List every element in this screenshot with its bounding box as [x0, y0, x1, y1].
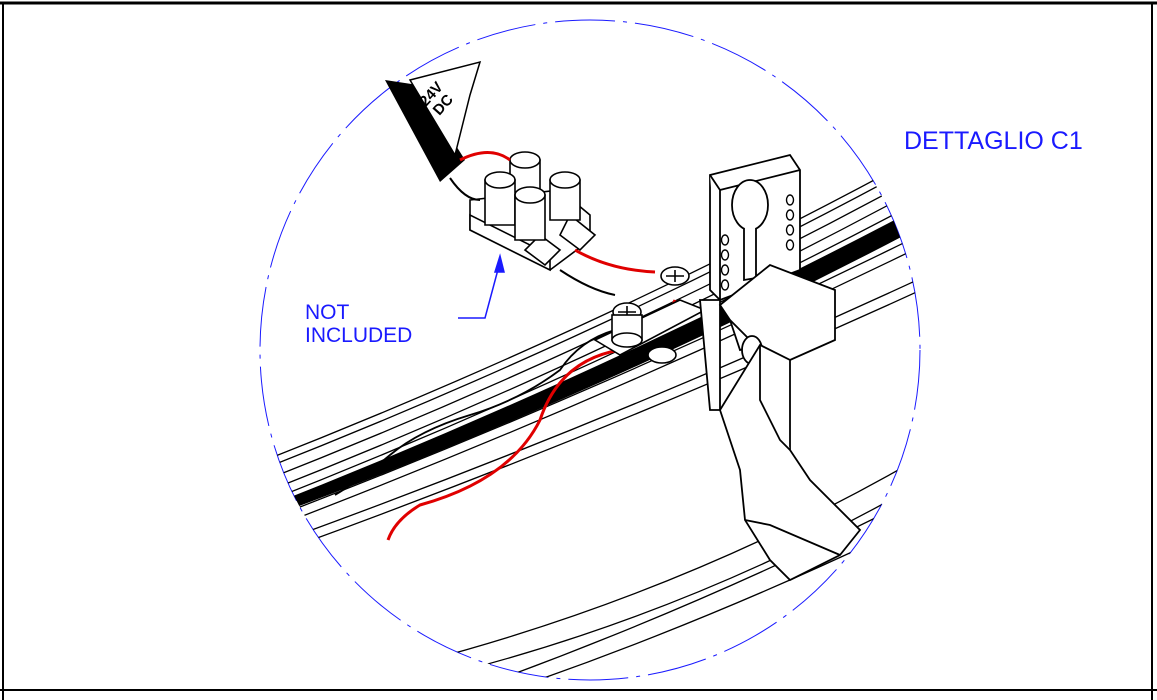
track-lower-profile	[299, 439, 920, 680]
not-included-label: NOT INCLUDED	[305, 301, 412, 347]
track-profile	[260, 149, 920, 567]
red-wire-out	[574, 248, 656, 274]
black-wire-out	[559, 269, 616, 296]
screw-terminals	[593, 266, 707, 364]
track-black-band	[260, 196, 920, 528]
black-wire-track	[334, 329, 616, 496]
detail-title: DETTAGLIO C1	[904, 127, 1083, 155]
mounting-bracket	[699, 153, 862, 582]
cable-sleeve	[385, 60, 482, 182]
detail-circle	[259, 19, 921, 681]
callout-line-2: INCLUDED	[305, 324, 413, 347]
callout-line-1: NOT	[305, 301, 350, 324]
callout-leader	[458, 253, 505, 319]
terminal-block	[469, 151, 597, 272]
red-wire-in	[459, 151, 511, 162]
black-wire-in	[449, 177, 481, 201]
detail-view	[260, 149, 920, 680]
